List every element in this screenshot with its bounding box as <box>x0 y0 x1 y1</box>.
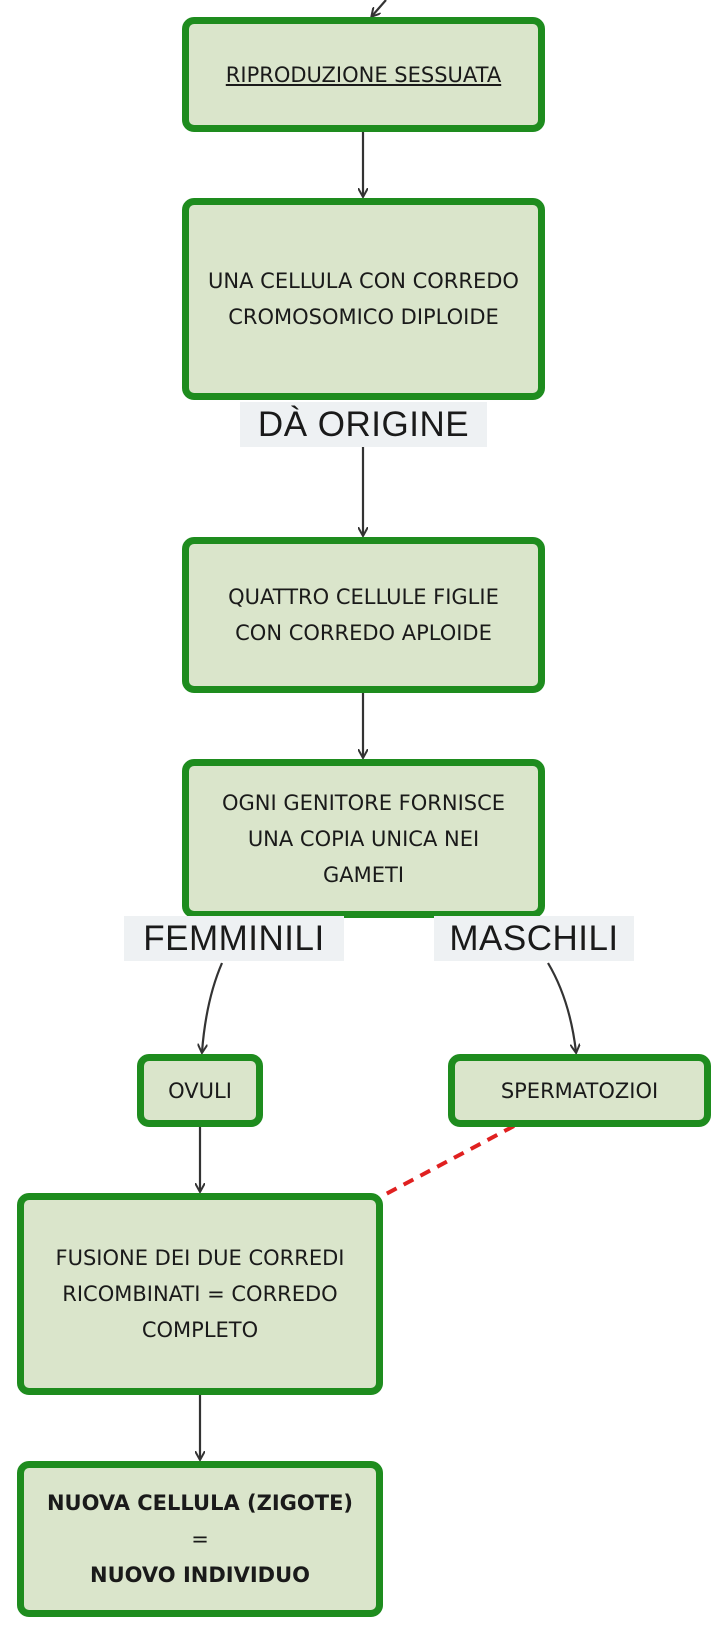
label-da-origine: DÀ ORIGINE <box>240 402 487 447</box>
node-cellule-figlie-text: QUATTRO CELLULE FIGLIE CON CORREDO APLOI… <box>228 585 499 645</box>
node-spermatozioi[interactable]: SPERMATOZIOI <box>448 1054 711 1127</box>
label-maschili: MASCHILI <box>434 916 634 961</box>
node-genitore-text: OGNI GENITORE FORNISCE UNA COPIA UNICA N… <box>221 790 506 887</box>
dashed-link-spermatozioi-to-fusione <box>385 1124 515 1196</box>
node-fusione[interactable]: FUSIONE DEI DUE CORREDI RICOMBINATI = CO… <box>17 1193 383 1395</box>
node-fusione-text: FUSIONE DEI DUE CORREDI RICOMBINATI = CO… <box>55 1246 345 1342</box>
arrow-femminili-to-ovuli <box>202 962 224 1052</box>
label-femminili: FEMMINILI <box>124 916 344 961</box>
node-spermatozioi-text: SPERMATOZIOI <box>500 1078 659 1103</box>
node-riproduzione-text: RIPRODUZIONE SESSUATA <box>225 62 502 87</box>
node-zigote-bold-1: NUOVA CELLULA (ZIGOTE) <box>46 1491 354 1515</box>
node-riproduzione-sessuata[interactable]: RIPRODUZIONE SESSUATA <box>182 17 545 132</box>
node-zigote[interactable]: NUOVA CELLULA (ZIGOTE) = NUOVO INDIVIDUO <box>17 1461 383 1617</box>
node-cellula-diploide-text: UNA CELLULA CON CORREDO CROMOSOMICO DIPL… <box>208 269 519 329</box>
node-zigote-bold-2: NUOVO INDIVIDUO <box>90 1563 310 1587</box>
incoming-arrow <box>372 0 387 16</box>
node-cellule-figlie[interactable]: QUATTRO CELLULE FIGLIE CON CORREDO APLOI… <box>182 537 545 693</box>
node-zigote-equals: = <box>191 1527 209 1551</box>
node-cellula-diploide[interactable]: UNA CELLULA CON CORREDO CROMOSOMICO DIPL… <box>182 198 545 400</box>
node-zigote-text: NUOVA CELLULA (ZIGOTE) = NUOVO INDIVIDUO <box>30 1485 370 1593</box>
node-ovuli-text: OVULI <box>168 1078 232 1103</box>
node-ovuli[interactable]: OVULI <box>137 1054 263 1127</box>
arrow-maschili-to-spermatozioi <box>547 962 576 1052</box>
node-genitore-gameti[interactable]: OGNI GENITORE FORNISCE UNA COPIA UNICA N… <box>182 759 545 918</box>
